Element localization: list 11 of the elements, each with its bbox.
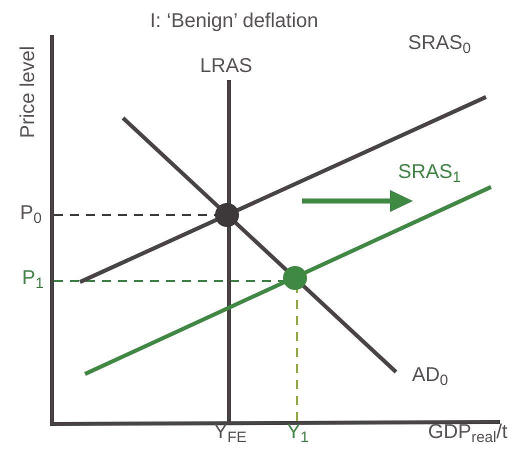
- curve-label: Y$_{FE}$: [214, 422, 247, 442]
- axis-title: Price level: [18, 46, 38, 138]
- curve-label: SRAS$_{1}$: [398, 162, 461, 182]
- curve-label: P$_{1}$: [22, 268, 44, 288]
- curve-label: GDP$_{real}$/t: [428, 422, 508, 442]
- curve-label: Y$_{1}$: [287, 422, 309, 442]
- curve-label: LRAS: [200, 56, 252, 76]
- curve-label: P$_{0}$: [20, 203, 42, 223]
- curve-label: SRAS$_{0}$: [408, 33, 471, 53]
- curve-label: AD$_{0}$: [412, 365, 448, 385]
- chart-title: I: ‘Benign’ deflation: [150, 9, 318, 34]
